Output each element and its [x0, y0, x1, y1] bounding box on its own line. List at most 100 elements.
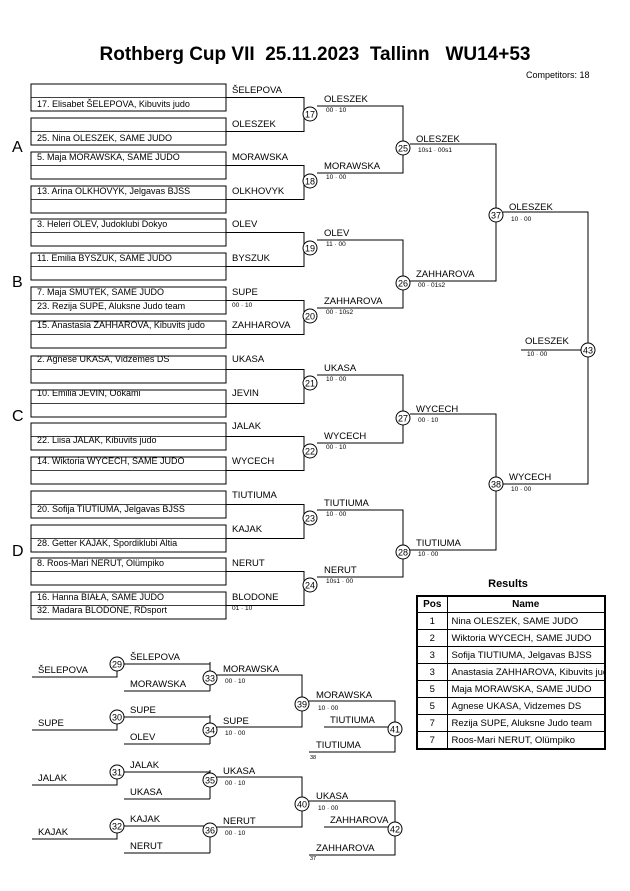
match-winner: OLEV: [324, 228, 350, 239]
match-score: 00 · 10: [418, 417, 439, 424]
rep-lower-name: TIUTIUMA: [316, 740, 362, 751]
match-circle: [395, 410, 411, 426]
match-circle: [202, 772, 218, 788]
entry-short-name: SUPE: [232, 287, 258, 298]
match-circle: [202, 670, 218, 686]
match-score: 00 · 01s2: [418, 282, 445, 289]
result-pos: 5: [416, 680, 448, 698]
rep-entry-name: KAJAK: [38, 827, 69, 838]
match-winner: NERUT: [324, 565, 357, 576]
match-score: 10 · 00: [225, 730, 246, 737]
results-title: Results: [488, 578, 528, 590]
results-header-name: Name: [446, 595, 606, 613]
entry-short-name: WYCECH: [232, 456, 274, 467]
result-name: Wiktoria WYCECH, SAME JUDO: [446, 629, 606, 647]
match-number: 23: [305, 514, 315, 524]
rep-lower-name: ZAHHAROVA: [316, 843, 375, 854]
match-circle: [302, 443, 318, 459]
entry-label: 23. Rezija SUPE, Aluksne Judo team: [37, 301, 185, 311]
rep-entry-name: JALAK: [38, 773, 68, 784]
match-winner: TIUTIUMA: [330, 715, 376, 726]
entry-short-name: TIUTIUMA: [232, 490, 278, 501]
match-number: 40: [297, 800, 307, 810]
entry-label: 2. Agnese UKASA, Vidzemes DS: [37, 354, 169, 364]
match-number: 41: [390, 725, 400, 735]
match-number: 35: [205, 776, 215, 786]
rep-lower-name: OLEV: [130, 732, 156, 743]
entry-short-name: BYSZUK: [232, 253, 271, 264]
match-winner: MORAWSKA: [223, 664, 280, 675]
match-score: 10 · 00: [511, 486, 532, 493]
entry-short-name: MORAWSKA: [232, 152, 289, 163]
match-score: 10 · 00: [527, 351, 548, 358]
entry-label: 7. Maja SMUTEK, SAME JUDO: [37, 287, 164, 297]
entry-label: 17. Elisabet ŠELEPOVA, Kibuvits judo: [37, 99, 190, 109]
result-pos: 7: [416, 714, 448, 732]
entry-short-name: KAJAK: [232, 524, 263, 535]
match-circle: [387, 721, 403, 737]
match-number: 42: [390, 825, 400, 835]
match-circle: [202, 722, 218, 738]
entry-label: 20. Sofija TIUTIUMA, Jelgavas BJSS: [37, 504, 185, 514]
rep-upper-name: SUPE: [130, 705, 156, 716]
match-circle: [395, 140, 411, 156]
extra-score: 01 · 10: [232, 605, 253, 612]
rep-source-match: 38: [310, 755, 316, 761]
match-winner: MORAWSKA: [316, 690, 373, 701]
match-score: 10s1 · 00: [326, 578, 353, 585]
match-number: 19: [305, 244, 315, 254]
match-number: 31: [112, 768, 122, 778]
match-number: 20: [305, 312, 315, 322]
match-winner: TIUTIUMA: [324, 498, 370, 509]
match-score: 10 · 00: [326, 511, 347, 518]
match-score: 10 · 00: [326, 376, 347, 383]
match-winner: UKASA: [324, 363, 357, 374]
match-winner: UKASA: [316, 791, 349, 802]
match-score: 00 · 10s2: [326, 309, 353, 316]
result-name: Anastasia ZAHHAROVA, Kibuvits judo: [446, 663, 606, 681]
entry-short-name: OLEV: [232, 219, 258, 230]
entry-label: 16. Hanna BIAŁA, SAME JUDO: [37, 592, 164, 602]
entry-short-name: UKASA: [232, 354, 265, 365]
match-score: 00 · 10: [225, 780, 246, 787]
match-score: 10 · 00: [418, 551, 439, 558]
match-winner: WYCECH: [509, 472, 551, 483]
bracket-connector: [317, 374, 404, 444]
entry-label: 32. Madara BLODONE, RDsport: [37, 605, 168, 615]
match-score: 00 · 10: [225, 830, 246, 837]
match-winner: UKASA: [223, 766, 256, 777]
result-name: Roos-Mari NERUT, Olümpiko: [446, 731, 606, 750]
result-name: Rezija SUPE, Aluksne Judo team: [446, 714, 606, 732]
match-score: 11 · 00: [326, 241, 346, 248]
bracket-connector: [410, 413, 497, 551]
match-number: 25: [398, 144, 408, 154]
match-number: 34: [205, 726, 215, 736]
result-name: Sofija TIUTIUMA, Jelgavas BJSS: [446, 646, 606, 664]
match-score: 00 · 10: [326, 107, 347, 114]
match-number: 32: [112, 822, 122, 832]
entry-label: 10. Emilia JEVIN, Ookami: [37, 388, 141, 398]
match-score: 10 · 00: [318, 705, 339, 712]
match-score: 00 · 10: [225, 678, 246, 685]
entry-label: 11. Emilia BYSZUK, SAME JUDO: [37, 253, 172, 263]
result-pos: 2: [416, 629, 448, 647]
match-number: 18: [305, 177, 315, 187]
result-pos: 3: [416, 663, 448, 681]
results-header-pos: Pos: [416, 595, 448, 613]
page-title: Rothberg Cup VII 25.11.2023 Tallinn WU14…: [99, 44, 531, 65]
entry-label: 13. Arina OLKHOVYK, Jelgavas BJSS: [37, 186, 190, 196]
bracket-connector: [317, 239, 404, 309]
match-number: 29: [112, 660, 122, 670]
extra-score: 00 · 10: [232, 302, 253, 309]
match-number: 26: [398, 279, 408, 289]
result-pos: 5: [416, 697, 448, 715]
match-number: 17: [305, 110, 315, 120]
match-circle: [302, 308, 318, 324]
